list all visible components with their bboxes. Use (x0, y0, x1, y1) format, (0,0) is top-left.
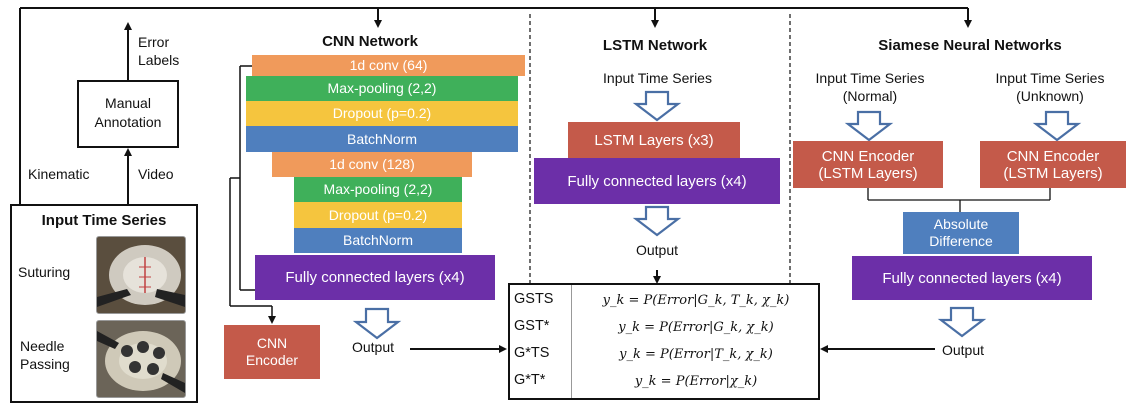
result-label-gst: GST* (514, 318, 550, 334)
kinematic-label: Kinematic (28, 166, 90, 182)
siamese-unknown-hollow-arrow (1032, 110, 1082, 142)
suturing-image (96, 236, 186, 314)
siamese-encoder-unknown-label-1: CNN Encoder (1006, 147, 1100, 165)
cnn-encoder-box: CNN Encoder (224, 325, 320, 379)
absolute-difference-label-1: Absolute (933, 216, 989, 232)
suturing-scene-icon (97, 245, 185, 307)
cnn-encoder-label-1: CNN (256, 335, 288, 351)
error-labels-label-1: Error (138, 34, 170, 50)
lstm-layers-box: LSTM Layers (x3) (568, 122, 740, 158)
needle-passing-label-2: Passing (20, 356, 70, 372)
cnn-encoder-label-2: Encoder (245, 352, 299, 368)
cnn-layer-dropout-2: Dropout (p=0.2) (294, 202, 462, 228)
result-label-gt: G*T* (514, 372, 546, 388)
video-label: Video (138, 166, 174, 182)
result-equation-gt: y_k = P(Error|χ_k) (634, 374, 758, 389)
manual-annotation-label-1: Manual (105, 95, 151, 111)
siamese-output-hollow-arrow (937, 306, 987, 338)
cnn-layer-maxpool-2: Max-pooling (2,2) (294, 177, 462, 202)
lstm-output-hollow-arrow (632, 205, 682, 237)
siamese-input-unknown-2: (Unknown) (1016, 88, 1084, 104)
siamese-input-normal-2: (Normal) (842, 88, 898, 104)
siamese-encoder-normal: CNN Encoder (LSTM Layers) (793, 141, 943, 188)
absolute-difference-label-2: Difference (929, 233, 993, 249)
siamese-normal-hollow-arrow (844, 110, 894, 142)
input-time-series-panel: Input Time Series Suturing Needle Passin… (10, 204, 198, 403)
cnn-layer-dropout-1: Dropout (p=0.2) (246, 101, 518, 126)
result-equation-gsts: y_k = P(Error|G_k, T_k, χ_k) (602, 293, 790, 308)
result-equation-gts: y_k = P(Error|T_k, χ_k) (619, 347, 773, 362)
absolute-difference-box: Absolute Difference (903, 212, 1019, 254)
lstm-fully-connected: Fully connected layers (x4) (534, 158, 780, 204)
lstm-input-label: Input Time Series (603, 70, 712, 86)
error-prediction-box: GSTS GST* G*TS G*T* y_k = P(Error|G_k, T… (508, 283, 820, 400)
siamese-input-unknown-1: Input Time Series (995, 70, 1105, 86)
cnn-layer-batchnorm-1: BatchNorm (246, 126, 518, 152)
siamese-output-label: Output (941, 342, 985, 358)
lstm-output-label: Output (635, 242, 679, 258)
cnn-layer-conv128: 1d conv (128) (272, 152, 472, 177)
input-panel-title: Input Time Series (41, 212, 167, 229)
cnn-fully-connected: Fully connected layers (x4) (255, 255, 495, 300)
lstm-input-hollow-arrow (632, 90, 682, 122)
manual-annotation-box: Manual Annotation (77, 80, 179, 148)
lstm-network-title: LSTM Network (602, 37, 708, 54)
siamese-encoder-normal-label-1: CNN Encoder (821, 147, 915, 165)
needle-passing-label-1: Needle (20, 338, 65, 354)
result-equation-gst: y_k = P(Error|G_k, χ_k) (618, 320, 774, 335)
error-labels-label-2: Labels (138, 52, 180, 68)
results-divider (571, 285, 572, 398)
cnn-network-title: CNN Network (322, 33, 418, 50)
needle-passing-image (96, 320, 186, 398)
siamese-fully-connected: Fully connected layers (x4) (852, 256, 1092, 300)
cnn-output-label: Output (351, 339, 395, 355)
cnn-layer-maxpool-1: Max-pooling (2,2) (246, 76, 518, 101)
siamese-encoder-normal-label-2: (LSTM Layers) (818, 164, 918, 182)
manual-annotation-label-2: Annotation (94, 114, 162, 130)
result-label-gts: G*TS (514, 345, 550, 361)
result-label-gsts: GSTS (514, 291, 554, 307)
cnn-layer-batchnorm-2: BatchNorm (294, 228, 462, 253)
cnn-hollow-arrow (352, 307, 402, 340)
siamese-encoder-unknown: CNN Encoder (LSTM Layers) (980, 141, 1126, 188)
cnn-layer-conv64: 1d conv (64) (252, 55, 525, 76)
needle-passing-scene-icon (97, 331, 185, 393)
siamese-network-title: Siamese Neural Networks (878, 37, 1062, 54)
suturing-label: Suturing (18, 264, 71, 280)
siamese-input-normal-1: Input Time Series (815, 70, 925, 86)
siamese-encoder-unknown-label-2: (LSTM Layers) (1003, 164, 1103, 182)
